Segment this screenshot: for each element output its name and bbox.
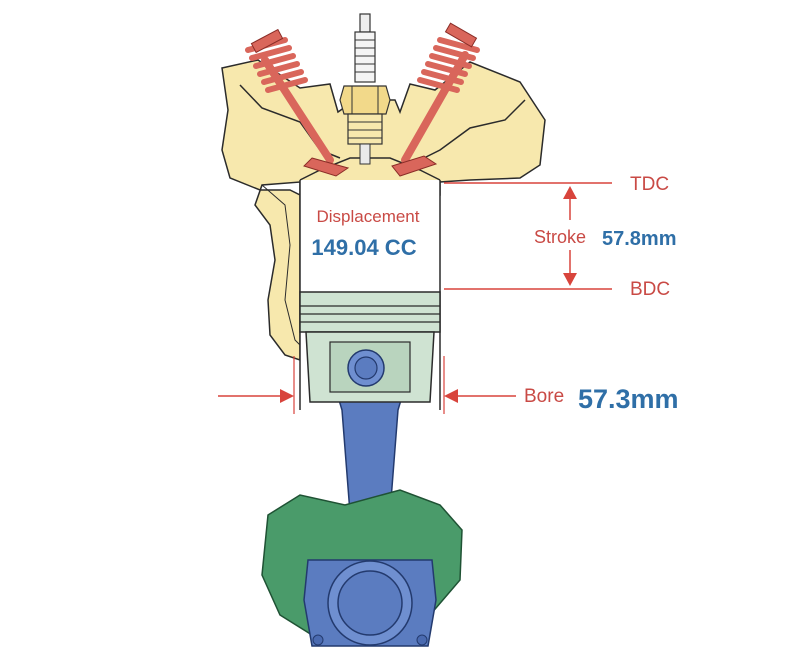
- bore-arrowhead-left-icon: [280, 389, 294, 403]
- stroke-arrowhead-down-icon: [563, 273, 577, 286]
- bore-value: 57.3mm: [578, 384, 679, 414]
- intake-valve: [245, 28, 350, 177]
- displacement-value: 149.04 CC: [311, 235, 416, 260]
- crank-big-end: [303, 559, 437, 647]
- exhaust-valve-spring-icon: [417, 37, 480, 93]
- stroke-label: Stroke: [534, 227, 586, 247]
- piston: [299, 291, 441, 403]
- dimension-lines: [218, 182, 612, 414]
- spark-plug-icon: [339, 13, 391, 165]
- bore-arrowhead-right-icon: [444, 389, 458, 403]
- exhaust-valve: [391, 22, 480, 177]
- stroke-value: 57.8mm: [602, 228, 677, 250]
- tdc-label: TDC: [630, 174, 669, 195]
- displacement-title: Displacement: [317, 207, 420, 226]
- bdc-label: BDC: [630, 279, 670, 300]
- bore-label: Bore: [524, 386, 564, 407]
- stroke-arrowhead-up-icon: [563, 186, 577, 199]
